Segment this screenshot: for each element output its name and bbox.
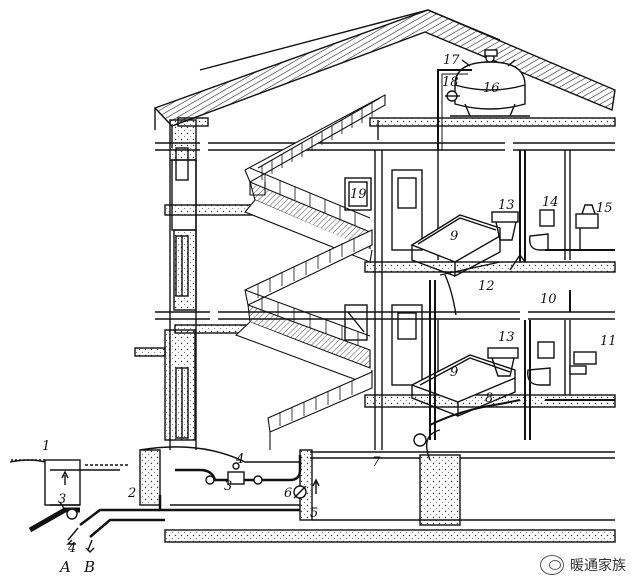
- doors: [344, 169, 423, 386]
- label-12: 12: [478, 279, 495, 294]
- label-8: 8: [485, 391, 493, 406]
- label-17: 17: [443, 53, 460, 68]
- label-1: 1: [42, 439, 50, 454]
- label-B: B: [83, 558, 95, 576]
- labels: 1 2 3 3 4 4 5 6 7 8 9 9 10 11 12 13 13 1…: [42, 53, 617, 576]
- roof: [153, 9, 616, 148]
- label-4a: 4: [67, 541, 76, 556]
- label-3a: 3: [58, 492, 66, 507]
- label-15: 15: [596, 201, 613, 216]
- label-9b: 9: [450, 365, 458, 380]
- label-5: 5: [310, 506, 318, 521]
- label-3b: 3: [224, 479, 232, 494]
- label-19: 19: [350, 187, 367, 202]
- bathtub-lower: [410, 341, 615, 461]
- box-19: [344, 177, 372, 211]
- label-11: 11: [600, 334, 617, 349]
- label-A: A: [58, 558, 71, 576]
- label-13a: 13: [498, 198, 515, 213]
- floor-slabs: [155, 141, 615, 322]
- label-6: 6: [284, 486, 292, 501]
- label-16: 16: [483, 81, 500, 96]
- label-18: 18: [442, 75, 459, 90]
- basement: [9, 446, 616, 553]
- label-4b: 4: [235, 452, 244, 467]
- label-13b: 13: [498, 330, 515, 345]
- label-9a: 9: [450, 229, 458, 244]
- watermark: 暖通家族: [540, 555, 626, 575]
- roof-water-tank: [437, 49, 530, 150]
- water-risers: [429, 150, 571, 440]
- label-7: 7: [372, 455, 381, 470]
- wechat-icon: [540, 555, 564, 575]
- watermark-text: 暖通家族: [570, 558, 626, 574]
- label-10: 10: [540, 292, 557, 307]
- staircase: [234, 94, 386, 450]
- bathtub-upper: [410, 204, 615, 278]
- label-2: 2: [127, 486, 136, 501]
- pipe-12: [439, 261, 501, 276]
- label-14: 14: [542, 195, 559, 210]
- outer-wall: [134, 117, 256, 450]
